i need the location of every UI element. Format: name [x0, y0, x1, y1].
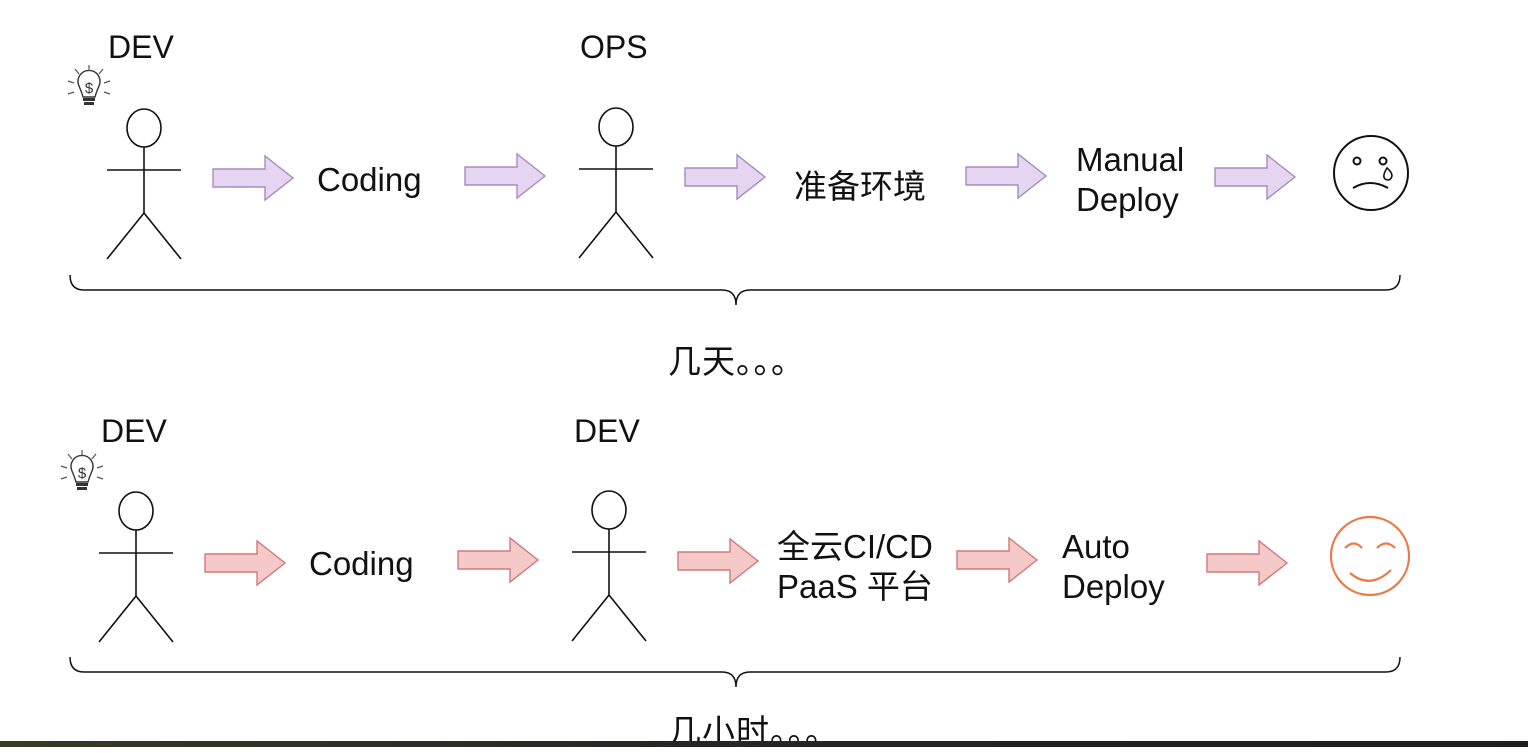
actor-ops-label: OPS [580, 29, 648, 65]
actor-dev-label: DEV [101, 413, 167, 449]
lightbulb-dollar-icon [60, 449, 104, 491]
step-cloud-cicd-label: 全云CI/CD PaaS 平台 [777, 527, 933, 607]
smiling-face-icon [1329, 515, 1411, 597]
stick-figure-icon [578, 107, 654, 259]
step-cicd-line2: PaaS 平台 [777, 568, 933, 605]
curly-brace-icon [69, 274, 1401, 306]
stick-figure-icon [106, 108, 182, 260]
stick-figure-icon [571, 490, 647, 642]
step-auto-line2: Deploy [1062, 568, 1165, 605]
duration-days-label: 几天。。。 [668, 343, 805, 380]
step-auto-line1: Auto [1062, 528, 1130, 565]
curly-brace-icon [69, 656, 1401, 688]
window-bottom-edge [0, 741, 1528, 747]
step-manual-deploy-label: Manual Deploy [1076, 140, 1184, 220]
actor-dev-label: DEV [108, 29, 174, 65]
stick-figure-icon [98, 491, 174, 643]
step-manual-line2: Deploy [1076, 181, 1179, 218]
step-coding-label: Coding [309, 545, 414, 582]
lightbulb-dollar-icon [67, 64, 111, 106]
step-prepare-env-label: 准备环境 [794, 168, 926, 205]
step-coding-label: Coding [317, 161, 422, 198]
step-auto-deploy-label: Auto Deploy [1062, 527, 1165, 607]
crying-face-icon [1333, 135, 1409, 211]
actor-dev-label-2: DEV [574, 413, 640, 449]
step-manual-line1: Manual [1076, 141, 1185, 178]
step-cicd-line1: 全云CI/CD [777, 528, 933, 565]
